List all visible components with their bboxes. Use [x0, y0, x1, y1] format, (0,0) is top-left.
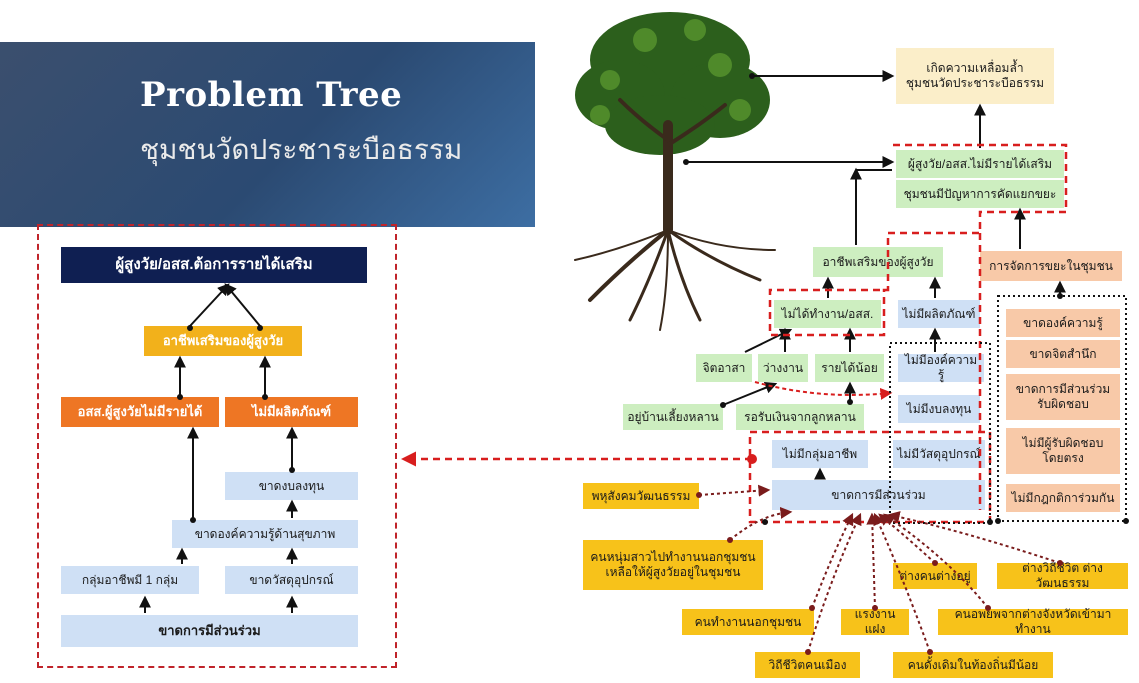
- right-problem2-box: ชุมชนมีปัญหาการคัดแยกขยะ: [896, 180, 1064, 208]
- left-no-product-box: ไม่มีผลิตภัณฑ์: [225, 397, 358, 427]
- right-waste-mgmt-box: การจัดการขยะในชุมชน: [980, 251, 1122, 281]
- left-no-capital-box: ขาดงบลงทุน: [225, 472, 358, 500]
- right-elder-career-box: อาชีพเสริมของผู้สูงวัย: [813, 247, 943, 277]
- right-no-product-box: ไม่มีผลิตภัณฑ์: [898, 300, 980, 328]
- right-no-direct-box: ไม่มีผู้รับผิดชอบ โดยตรง: [1006, 428, 1120, 474]
- right-raise-grandkids-box: อยู่บ้านเลี้ยงหลาน: [623, 404, 723, 430]
- left-panel-frame: [37, 224, 397, 668]
- root-diverse-people-box: ต่างคนต่างอยู่: [893, 563, 977, 589]
- right-no-material-box: ไม่มีวัสดุอุปกรณ์: [893, 440, 985, 468]
- right-wait-money-box: รอรับเงินจากลูกหลาน: [736, 404, 864, 430]
- root-city-life-box: วิถีชีวิตคนเมือง: [755, 652, 860, 678]
- left-top-box: ผู้สูงวัย/อสส.ต้อการรายได้เสริม: [61, 247, 367, 283]
- right-lack-share-box: ขาดการมีส่วนร่วม รับผิดชอบ: [1006, 374, 1120, 420]
- right-no-rules-box: ไม่มีกฎกติการ่วมกัน: [1006, 484, 1120, 512]
- right-no-group-box: ไม่มีกลุ่มอาชีพ: [772, 440, 868, 468]
- left-career-box: อาชีพเสริมของผู้สูงวัย: [144, 326, 302, 356]
- right-idle-box: ว่างงาน: [758, 354, 808, 382]
- root-work-outside-box: คนทำงานนอกชุมชน: [682, 609, 814, 635]
- right-inequality-box: เกิดความเหลื่อมล้ำ ชุมชนวัดประชาระบือธรร…: [896, 48, 1054, 104]
- left-bottom-box: ขาดการมีส่วนร่วม: [61, 615, 358, 647]
- root-society-box: พหุสังคมวัฒนธรรม: [583, 483, 699, 509]
- right-no-knowledge-box: ไม่มีองค์ความรู้: [898, 353, 984, 382]
- root-few-locals-box: คนดั้งเดิมในท้องถิ่นมีน้อย: [893, 652, 1053, 678]
- title-banner: [0, 42, 535, 227]
- root-compete-box: แรงงานแฝง: [841, 607, 909, 636]
- right-no-work-box: ไม่ได้ทำงาน/อสส.: [774, 300, 881, 328]
- left-health-knowledge-box: ขาดองค์ความรู้ด้านสุขภาพ: [172, 520, 358, 548]
- root-diverse-culture-box: ต่างวิถีชีวิต ต่างวัฒนธรรม: [997, 561, 1128, 590]
- right-low-income-box: รายได้น้อย: [815, 354, 884, 382]
- left-no-income-box: อสส.ผู้สูงวัยไม่มีรายได้: [61, 397, 219, 427]
- right-mind-box: จิตอาสา: [696, 354, 752, 382]
- right-lack-awareness-box: ขาดจิตสำนึก: [1006, 340, 1120, 368]
- root-migrants-box: คนอพยพจากต่างจังหวัดเข้ามาทำงาน: [938, 607, 1128, 636]
- right-problem1-box: ผู้สูงวัย/อสส.ไม่มีรายได้เสริม: [896, 150, 1064, 178]
- right-lack-knowledge-box: ขาดองค์ความรู้: [1006, 309, 1120, 337]
- left-no-material-box: ขาดวัสดุอุปกรณ์: [225, 566, 358, 594]
- page-subtitle: ชุมชนวัดประชาระบือธรรม: [140, 133, 463, 166]
- root-youth-box: คนหนุ่มสาวไปทำงานนอกชุมชน เหลือให้ผู้สูง…: [583, 540, 763, 590]
- right-no-participation-box: ขาดการมีส่วนร่วม: [772, 480, 985, 510]
- right-no-capital-box: ไม่มีงบลงทุน: [898, 395, 980, 423]
- left-one-group-box: กลุ่มอาชีพมี 1 กลุ่ม: [61, 566, 199, 594]
- page-title: Problem Tree: [140, 75, 403, 115]
